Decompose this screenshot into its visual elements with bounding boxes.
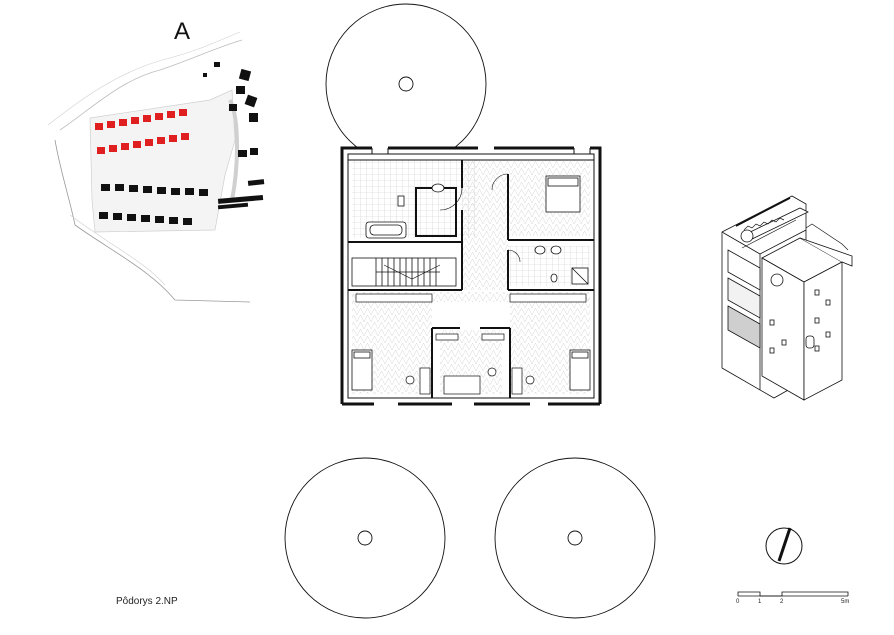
door-swing	[439, 173, 521, 263]
tree-symbol	[284, 457, 446, 619]
scale-bar	[737, 591, 849, 597]
hall-floor	[462, 160, 508, 290]
highlighted-houses	[95, 109, 189, 154]
tree-symbol	[494, 457, 656, 619]
wardrobe	[355, 293, 587, 341]
shower	[571, 267, 589, 285]
outer-wall	[590, 146, 602, 404]
outer-wall-inner	[347, 153, 595, 399]
hall-floor	[352, 292, 590, 302]
scale-tick-label: 2	[780, 599, 784, 605]
floor-plan	[340, 146, 602, 406]
north-arrow-icon	[765, 527, 803, 565]
chair	[405, 367, 535, 385]
scale-tick-label: 0	[736, 599, 740, 605]
outer-wall	[340, 146, 372, 404]
plan-caption: Pôdorys 2.NP	[116, 596, 178, 607]
tree-symbol	[325, 3, 487, 165]
site-boundary	[54, 139, 251, 303]
site-label: A	[174, 18, 191, 45]
bed	[351, 175, 591, 391]
scale-tick-label: 5m	[841, 599, 850, 605]
scale-tick-label: 1	[758, 599, 762, 605]
staircase	[351, 257, 457, 287]
building-axonometric	[721, 195, 853, 401]
bathtub	[365, 221, 407, 239]
site-contour-line	[59, 39, 243, 131]
site-plan	[47, 31, 265, 303]
other-houses	[99, 62, 265, 225]
washbasin	[431, 183, 562, 255]
access-road	[89, 89, 236, 233]
toilet	[397, 195, 558, 283]
desk	[419, 367, 523, 395]
site-contour-line	[47, 31, 241, 126]
site-contour-line	[69, 214, 166, 286]
